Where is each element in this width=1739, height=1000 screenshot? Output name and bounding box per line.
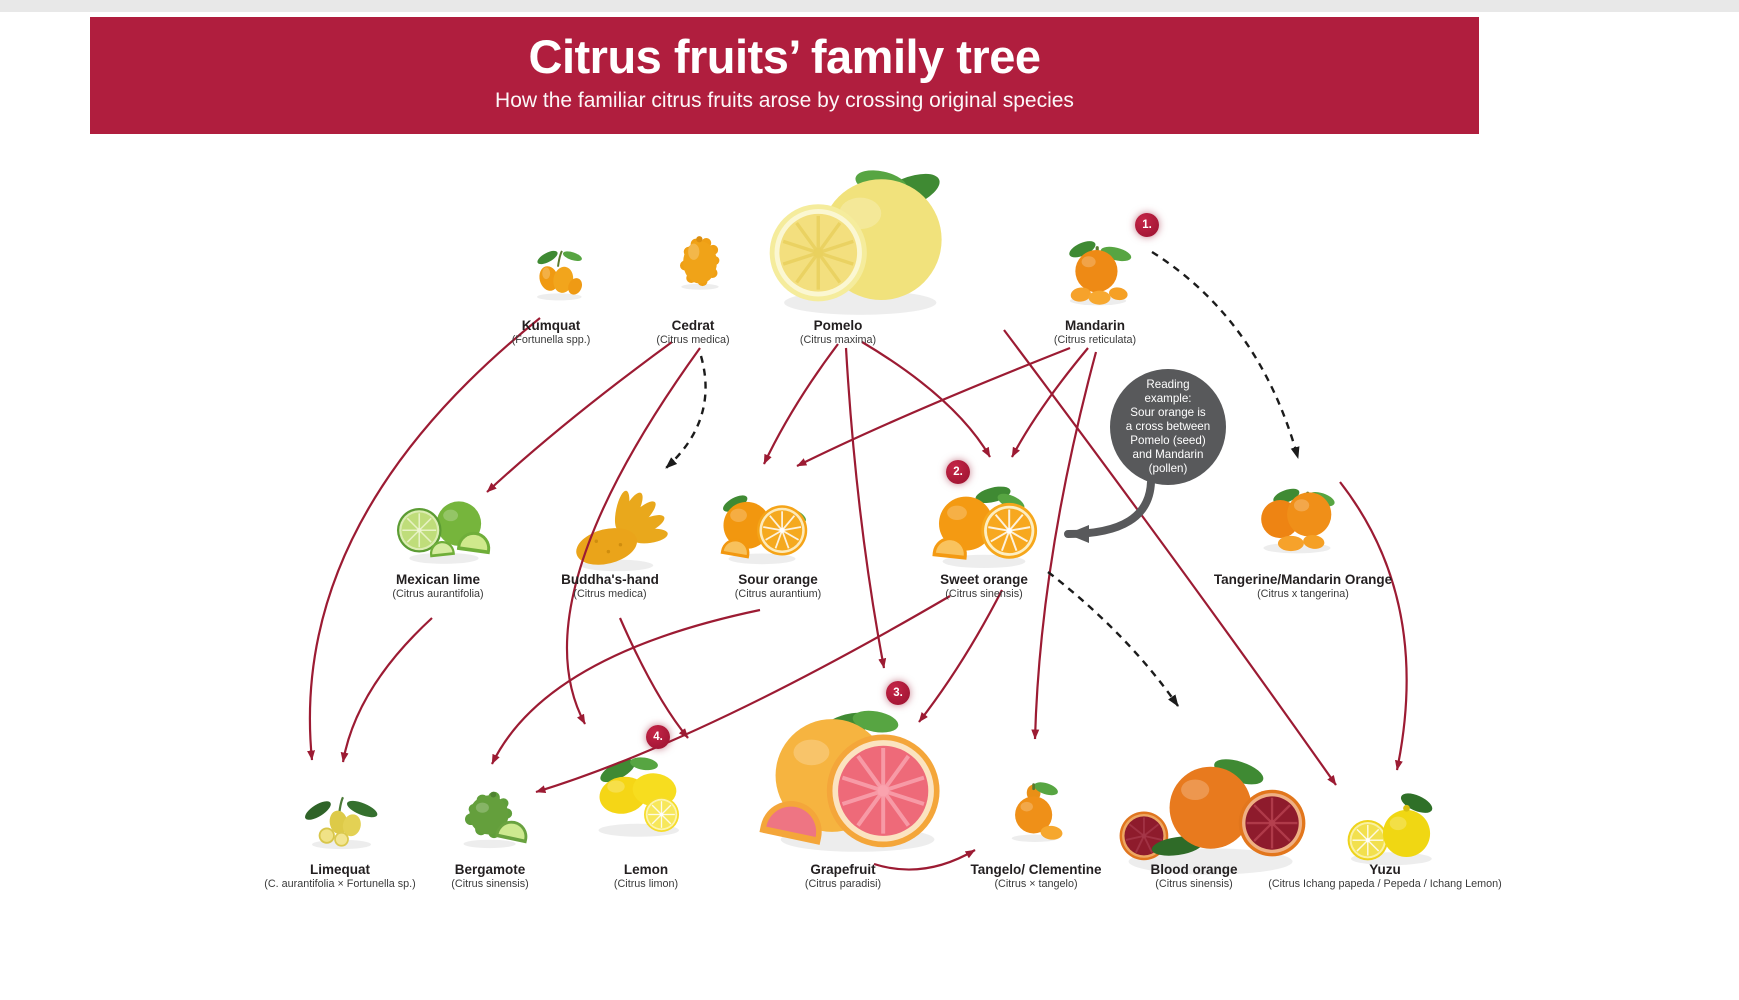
node-species: (Citrus aurantium) bbox=[734, 588, 822, 600]
arrow-sweet-orange-to-blood-orange bbox=[1047, 571, 1179, 707]
reading-example-note: Reading example: Sour orange is a cross … bbox=[1110, 369, 1226, 485]
node-species: (C. aurantifolia × Fortunella sp.) bbox=[264, 878, 416, 890]
bergamote-illustration bbox=[436, 769, 552, 856]
lemon-illustration bbox=[567, 738, 707, 843]
arrow-mexican-lime-to-limequat bbox=[340, 617, 433, 763]
limequat-illustration bbox=[284, 768, 402, 857]
label-cedrat: Cedrat(Citrus medica) bbox=[656, 318, 729, 346]
node-name: Blood orange bbox=[1150, 862, 1238, 877]
badge-2: 2. bbox=[946, 460, 970, 484]
node-name: Tangelo/ Clementine bbox=[970, 862, 1102, 877]
node-species: (Citrus paradisi) bbox=[804, 878, 882, 890]
label-tangerine: Tangerine/Mandarin Orange(Citrus x tange… bbox=[1214, 572, 1392, 600]
node-species: (Citrus sinensis) bbox=[451, 878, 529, 890]
node-name: Kumquat bbox=[521, 318, 581, 333]
node-name: Cedrat bbox=[671, 318, 715, 333]
buddhas-hand-illustration bbox=[548, 472, 686, 576]
node-species: (Citrus medica) bbox=[656, 334, 730, 346]
pomelo-illustration bbox=[750, 158, 960, 316]
node-name: Mandarin bbox=[1064, 318, 1126, 333]
label-grapefruit: Grapefruit(Citrus paradisi) bbox=[805, 862, 881, 890]
label-yuzu: Yuzu(Citrus Ichang papeda / Pepeda / Ich… bbox=[1268, 862, 1501, 890]
page-title: Citrus fruits’ family tree bbox=[528, 30, 1042, 83]
label-buddhas-hand: Buddha's-hand(Citrus medica) bbox=[561, 572, 659, 600]
node-name: Pomelo bbox=[813, 318, 863, 333]
node-species: (Citrus reticulata) bbox=[1053, 334, 1137, 346]
arrow-pomelo-to-grapefruit bbox=[844, 347, 887, 669]
node-species: (Citrus limon) bbox=[613, 878, 679, 890]
node-species: (Citrus maxima) bbox=[799, 334, 877, 346]
arrow-cedrat-to-mexican-lime bbox=[486, 341, 673, 493]
header-banner: Citrus fruits’ family tree How the famil… bbox=[90, 17, 1479, 134]
label-limequat: Limequat(C. aurantifolia × Fortunella sp… bbox=[264, 862, 416, 890]
node-species: (Citrus aurantifolia) bbox=[392, 588, 484, 600]
label-sweet-orange: Sweet orange(Citrus sinensis) bbox=[940, 572, 1028, 600]
label-pomelo: Pomelo(Citrus maxima) bbox=[800, 318, 876, 346]
node-name: Sour orange bbox=[738, 572, 818, 587]
node-name: Yuzu bbox=[1369, 862, 1401, 877]
arrow-pomelo-to-sour-orange bbox=[763, 343, 839, 465]
node-name: Sweet orange bbox=[940, 572, 1028, 587]
node-species: (Citrus medica) bbox=[573, 588, 647, 600]
kumquat-illustration bbox=[506, 229, 611, 308]
badge-1: 1. bbox=[1135, 213, 1159, 237]
node-name: Lemon bbox=[623, 862, 669, 877]
arrow-buddhas-hand-to-lemon bbox=[618, 617, 689, 739]
label-blood-orange: Blood orange(Citrus sinensis) bbox=[1151, 862, 1238, 890]
node-name: Bergamote bbox=[454, 862, 526, 877]
reading-example-pointer bbox=[1064, 478, 1155, 543]
badge-4: 4. bbox=[646, 725, 670, 749]
node-species: (Citrus × tangelo) bbox=[994, 878, 1078, 890]
tangelo-illustration bbox=[980, 767, 1090, 850]
sour-orange-illustration bbox=[695, 472, 829, 573]
arrow-mandarin-to-sour-orange bbox=[796, 346, 1071, 467]
label-lemon: Lemon(Citrus limon) bbox=[614, 862, 678, 890]
label-mexican-lime: Mexican lime(Citrus aurantifolia) bbox=[392, 572, 483, 600]
node-name: Grapefruit bbox=[810, 862, 876, 877]
label-kumquat: Kumquat(Fortunella spp.) bbox=[512, 318, 591, 346]
node-name: Tangerine/Mandarin Orange bbox=[1213, 572, 1393, 587]
label-sour-orange: Sour orange(Citrus aurantium) bbox=[735, 572, 821, 600]
tangerine-illustration bbox=[1236, 470, 1358, 562]
node-species: (Citrus sinensis) bbox=[945, 588, 1023, 600]
top-strip bbox=[0, 0, 1739, 12]
node-name: Limequat bbox=[309, 862, 370, 877]
cedrat-illustration bbox=[650, 221, 750, 296]
yuzu-illustration bbox=[1321, 770, 1456, 871]
label-bergamote: Bergamote(Citrus sinensis) bbox=[451, 862, 528, 890]
node-species: (Citrus sinensis) bbox=[1155, 878, 1233, 890]
blood-orange-illustration bbox=[1106, 723, 1311, 877]
mexican-lime-illustration bbox=[378, 473, 510, 572]
grapefruit-illustration bbox=[753, 701, 958, 855]
node-species: (Fortunella spp.) bbox=[511, 334, 591, 346]
node-species: (Citrus x tangerina) bbox=[1257, 588, 1349, 600]
label-mandarin: Mandarin(Citrus reticulata) bbox=[1054, 318, 1136, 346]
arrow-mandarin-to-sweet-orange bbox=[1011, 347, 1089, 458]
page-subtitle: How the familiar citrus fruits arose by … bbox=[495, 89, 1074, 112]
label-tangelo: Tangelo/ Clementine(Citrus × tangelo) bbox=[970, 862, 1101, 890]
node-name: Mexican lime bbox=[395, 572, 481, 587]
arrow-pomelo-to-sweet-orange bbox=[861, 341, 991, 458]
badge-3: 3. bbox=[886, 681, 910, 705]
arrow-cedrat-to-buddhas-hand bbox=[665, 355, 707, 469]
node-name: Buddha's-hand bbox=[561, 572, 659, 587]
mandarin-illustration bbox=[1036, 221, 1161, 315]
sweet-orange-illustration bbox=[912, 466, 1056, 574]
node-species: (Citrus Ichang papeda / Pepeda / Ichang … bbox=[1268, 878, 1502, 890]
